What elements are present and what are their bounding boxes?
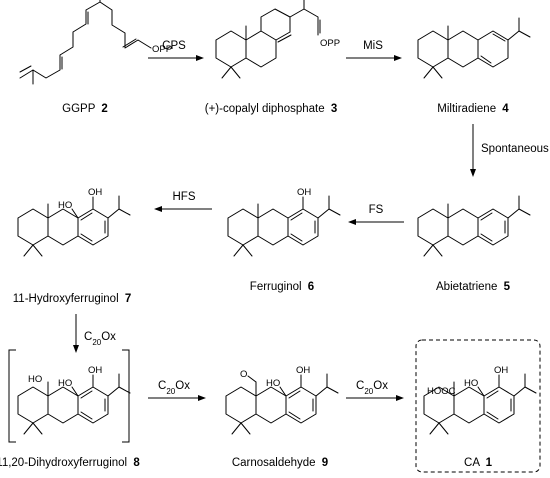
hydroxyferruginol-name: 11-Hydroxyferruginol — [13, 293, 119, 305]
dihydroxyferruginol-ho-label: HO — [58, 378, 72, 389]
svg-text:Carnosaldehyde 9: Carnosaldehyde 9 — [232, 457, 328, 469]
hfs-label: HFS — [173, 191, 196, 203]
mis-label: MiS — [363, 40, 383, 52]
carnosaldehyde-number: 9 — [322, 457, 328, 469]
svg-text:Miltiradiene 4: Miltiradiene 4 — [437, 103, 509, 115]
label-hydroxyferruginol: 11-Hydroxyferruginol 7 — [13, 293, 132, 305]
svg-text:CA 1: CA 1 — [464, 457, 493, 469]
abietatriene-number: 5 — [504, 281, 511, 293]
ggpp-name: GGPP — [62, 103, 96, 115]
structure-hydroxyferruginol: OH HO — [17, 187, 131, 257]
arrow-cps: CPS — [148, 40, 204, 61]
structure-ggpp: OPP — [19, 0, 172, 85]
c20ox-3-label: C20Ox — [356, 380, 388, 396]
structure-carnosaldehyde: OH HO O — [225, 365, 339, 435]
carnosaldehyde-o-label: O — [240, 369, 247, 380]
label-ca: CA 1 — [464, 457, 493, 469]
label-ggpp: GGPP 2 — [62, 103, 108, 115]
carnosaldehyde-oh-label: OH — [296, 365, 310, 376]
svg-text:GGPP 2: GGPP 2 — [62, 103, 108, 115]
structure-ferruginol: OH — [227, 187, 341, 257]
arrow-spontaneous: Spontaneous — [470, 124, 549, 177]
structure-miltiradiene — [417, 17, 531, 79]
hydroxyferruginol-oh-label: OH — [88, 187, 102, 198]
ferruginol-number: 6 — [308, 281, 314, 293]
label-cpp: (+)-copalyl diphosphate 3 — [205, 103, 337, 115]
arrow-hfs: HFS — [154, 191, 212, 212]
miltiradiene-number: 4 — [502, 103, 509, 115]
spontaneous-label: Spontaneous — [481, 143, 549, 155]
svg-text:Abietatriene 5: Abietatriene 5 — [436, 281, 511, 293]
highlight-frame-ca — [415, 339, 541, 473]
svg-text:11,20-Dihydroxyferruginol: 11,20-Dihydroxyferruginol 8 — [0, 457, 140, 469]
svg-text:11-Hydroxyferruginol 7: 11-Hydroxyferruginol 7 — [13, 293, 132, 305]
arrow-c20ox-3: C20Ox — [346, 380, 404, 401]
hydroxyferruginol-number: 7 — [125, 293, 131, 305]
arrow-mis: MiS — [346, 40, 402, 61]
svg-text:Ferruginol 6: Ferruginol 6 — [250, 281, 314, 293]
miltiradiene-name: Miltiradiene — [437, 103, 496, 115]
structure-ca: OH HO HOOC — [423, 365, 537, 435]
cpp-number: 3 — [331, 103, 337, 115]
abietatriene-name: Abietatriene — [436, 281, 497, 293]
dihydroxyferruginol-number: 8 — [133, 457, 140, 469]
dihydroxyferruginol-oh-label: OH — [88, 365, 102, 376]
arrow-c20ox-2: C20Ox — [148, 380, 206, 401]
c20ox-1-label: C20Ox — [84, 331, 116, 347]
dihydroxyferruginol-name: 11,20-Dihydroxyferruginol — [0, 457, 127, 469]
arrow-c20ox-1: C20Ox — [73, 314, 116, 353]
structure-dihydroxyferruginol: OH HO HO — [17, 365, 131, 435]
cps-label: CPS — [162, 40, 186, 52]
svg-text:(+)-copalyl diphosphate: (+)-copalyl diphosphate 3 — [205, 103, 337, 115]
ca-name: CA — [464, 457, 480, 469]
label-abietatriene: Abietatriene 5 — [436, 281, 511, 293]
ca-oh-label: OH — [494, 365, 508, 376]
structure-abietatriene — [417, 195, 531, 257]
cpp-opp-label: OPP — [320, 38, 340, 49]
ferruginol-name: Ferruginol — [250, 281, 302, 293]
ca-number: 1 — [486, 457, 493, 469]
ggpp-number: 2 — [101, 103, 107, 115]
bracket-dihydroxyferruginol — [8, 349, 130, 443]
structure-cpp: OPP — [215, 0, 340, 79]
hydroxyferruginol-ho-label: HO — [58, 200, 72, 211]
ferruginol-oh-label: OH — [297, 187, 311, 198]
ca-hooc-label: HOOC — [427, 386, 456, 397]
label-ferruginol: Ferruginol 6 — [250, 281, 314, 293]
fs-label: FS — [369, 204, 384, 216]
label-carnosaldehyde: Carnosaldehyde 9 — [232, 457, 328, 469]
ca-ho-label: HO — [464, 378, 478, 389]
label-miltiradiene: Miltiradiene 4 — [437, 103, 509, 115]
dihydroxyferruginol-ch2oh-label: HO — [28, 374, 42, 385]
c20ox-2-label: C20Ox — [158, 380, 190, 396]
cpp-name: (+)-copalyl diphosphate — [205, 103, 325, 115]
carnosaldehyde-ho-label: HO — [266, 378, 280, 389]
arrow-fs: FS — [348, 204, 404, 225]
ggpp-opp-label: OPP — [152, 44, 172, 55]
carnosaldehyde-name: Carnosaldehyde — [232, 457, 316, 469]
label-dihydroxyferruginol: 11,20-Dihydroxyferruginol 8 — [0, 457, 140, 469]
